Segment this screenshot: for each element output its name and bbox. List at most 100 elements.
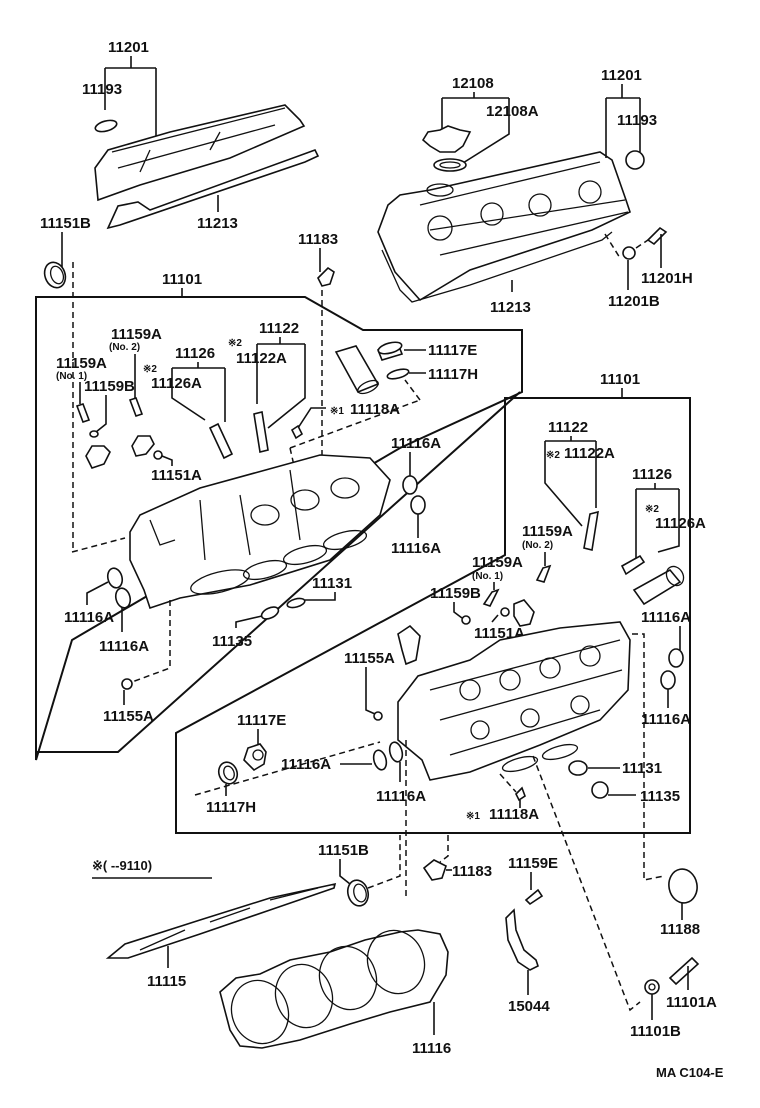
label-11159A-no1-right: 11159A <box>472 554 523 571</box>
head-gasket-11116 <box>219 929 449 1049</box>
label-11115: 11115 <box>147 973 186 990</box>
label-11116A-left-a: 11116A <box>391 435 441 452</box>
label-11116A-left-c: 11116A <box>64 609 114 626</box>
plug-11151A-left <box>153 450 163 460</box>
label-11183-top: 11183 <box>298 231 338 248</box>
label-11101-left: 11101 <box>162 271 202 288</box>
label-11122A-left: 11122A <box>236 350 287 367</box>
label-11201-right: 11201 <box>601 67 642 84</box>
cylinder-head-cover-right <box>377 151 631 302</box>
label-11159B-left: 11159B <box>84 378 135 395</box>
washer-11201B <box>622 246 636 260</box>
bottom-parts-group: ※( --9110) 11151B 11183 11159E 15044 111… <box>92 835 724 1080</box>
gasket-11115 <box>105 882 337 959</box>
plug-11116A-left-d <box>114 587 132 609</box>
seal-11135-right <box>591 781 609 799</box>
note-mark-2-right-b: ※2 <box>645 504 659 515</box>
note-mark-2-left-b: ※2 <box>228 338 242 349</box>
label-11118A-left: 11118A <box>350 401 400 418</box>
plug-11116A-left-c <box>106 567 124 589</box>
footnote-date-range: ※( --9110) <box>92 858 152 873</box>
plug-11116A-left-b <box>410 495 426 515</box>
pin-11118A-left <box>290 424 304 440</box>
plug-11116A-right-a <box>668 648 684 668</box>
valve-guide-intake-left <box>253 411 269 453</box>
note-mark-1-right: ※1 <box>466 811 480 822</box>
left-head-assembly-box: 11101 11159A (No. 2) 11159A (No. 1) 1115… <box>35 271 523 761</box>
bracket-left-b <box>131 435 155 457</box>
diagram-reference-code: MA C104-E <box>656 1065 724 1080</box>
pin-11118A-right <box>515 786 526 802</box>
bracket-right-a <box>513 599 535 627</box>
cylinder-head-cover-left <box>94 104 306 202</box>
bolt-11201H <box>646 226 668 246</box>
plug-11151A-right-small <box>500 607 510 617</box>
bracket-right-b <box>397 624 421 666</box>
bracket-left-a <box>85 445 111 469</box>
label-11213-right: 11213 <box>490 299 531 316</box>
plug-11155A-right <box>373 711 383 721</box>
label-11193-right: 11193 <box>617 112 657 129</box>
plug-11183 <box>317 266 335 287</box>
label-11135-right: 11135 <box>640 788 680 805</box>
label-11159A-no1-left: 11159A <box>56 355 107 372</box>
label-11122A-right: 11122A <box>564 445 615 462</box>
right-head-cover-group: 12108 12108A 11201 11193 11213 11201H 11… <box>377 67 693 316</box>
note-mark-1-left: ※1 <box>330 406 344 417</box>
label-11201H: 11201H <box>641 270 693 287</box>
plug-11155A-left <box>121 678 133 690</box>
label-11151A-left: 11151A <box>151 467 202 484</box>
label-11122-left: 11122 <box>259 320 299 337</box>
label-11116A-right-d: 11116A <box>376 788 426 805</box>
label-11155A-right: 11155A <box>344 650 395 667</box>
label-11117H-left: 11117H <box>428 366 478 383</box>
label-11159B-right: 11159B <box>430 585 481 602</box>
plug-tube-left <box>334 345 380 394</box>
left-head-cover-group: 11201 11193 11213 <box>82 39 320 232</box>
plug-11116A-right-b <box>660 670 676 690</box>
head-cover-gasket-left <box>106 149 320 230</box>
label-11117H-right: 11117H <box>206 799 256 816</box>
label-11101-right: 11101 <box>600 371 640 388</box>
plug-11188 <box>668 868 698 904</box>
seal-11151B-top: 11151B <box>40 215 91 552</box>
label-11116A-right-b: 11116A <box>641 711 691 728</box>
right-head-assembly-box: 11101 11122 ※2 11122A 11126 ※2 11126A 11… <box>175 371 706 1012</box>
label-no1-right: (No. 1) <box>472 571 503 582</box>
label-11118A-right: 11118A <box>489 806 539 823</box>
bolt-11159A-no2-left <box>128 396 144 418</box>
label-11151B-top: 11151B <box>40 215 91 232</box>
bolt-11159A-no1-left <box>75 402 91 424</box>
label-11116A-right-c: 11116A <box>281 756 331 773</box>
plug-tube-right <box>632 568 682 606</box>
note-mark-2-right-a: ※2 <box>546 450 560 461</box>
label-11151B-bottom: 11151B <box>318 842 369 859</box>
label-11122-right: 11122 <box>548 419 588 436</box>
cylinder-head-right <box>397 621 631 781</box>
label-11201-left: 11201 <box>108 39 149 56</box>
label-11101B: 11101B <box>630 1023 681 1040</box>
plug-11183-bottom <box>422 859 447 881</box>
label-11159A-no2-right: 11159A <box>522 523 573 540</box>
ring-11117H-left <box>386 368 410 380</box>
label-11159E: 11159E <box>508 855 558 872</box>
bolt-11101A <box>668 956 700 986</box>
grommet-11193-right <box>625 150 645 170</box>
label-11116A-left-d: 11116A <box>99 638 149 655</box>
label-11116A-left-b: 11116A <box>391 540 441 557</box>
label-11117E-right: 11117E <box>237 712 286 729</box>
washer-11159B-right <box>461 615 471 625</box>
seal-11135-left <box>260 606 280 620</box>
label-11201B: 11201B <box>608 293 660 310</box>
washer-11101B <box>644 979 660 995</box>
seal-11131-left <box>286 597 306 609</box>
plug-11116A-left-a <box>402 475 418 495</box>
oil-filler-cap-gasket <box>433 158 467 172</box>
bolt-11159A-no1-right <box>482 588 500 607</box>
cylinder-head-left <box>129 454 391 610</box>
label-11116: 11116 <box>412 1040 451 1057</box>
label-11101A: 11101A <box>666 994 717 1011</box>
label-12108: 12108 <box>452 75 494 92</box>
seal-11131-right <box>568 760 588 776</box>
